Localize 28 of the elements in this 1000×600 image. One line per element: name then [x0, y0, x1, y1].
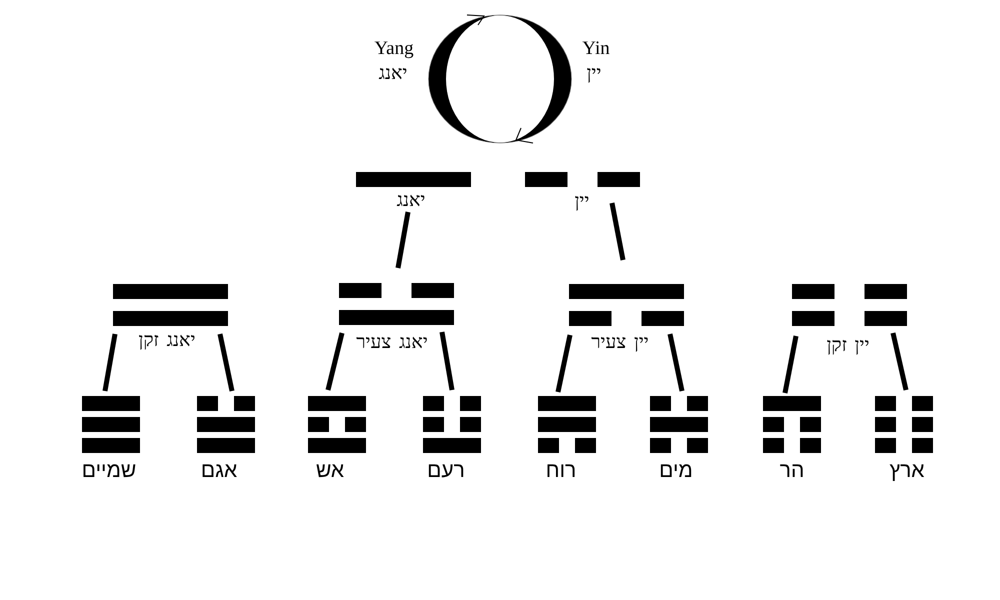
symbol-name: מים: [659, 458, 693, 484]
connector-line: [218, 333, 234, 392]
symbol-name: אש: [316, 458, 344, 484]
connector-line: [668, 333, 684, 392]
symbol-name: יין: [574, 191, 590, 213]
symbol-name: ארץ: [890, 458, 924, 484]
symbol-name: יין זקן: [826, 335, 870, 357]
connector-line: [326, 332, 344, 391]
symbol-name: רעם: [427, 458, 465, 484]
circle-label: יאנג: [378, 63, 408, 85]
connector-line: [890, 332, 908, 391]
circle-label: יין: [586, 63, 602, 85]
symbol-name: יאנג זקן: [138, 330, 196, 352]
symbol-name: רוח: [546, 458, 576, 484]
connector-line: [102, 334, 118, 392]
connector-line: [396, 212, 410, 268]
symbol-name: יאנג צעיר: [356, 332, 428, 354]
circle-label: Yang: [374, 38, 414, 60]
symbol-name: יאנג: [396, 190, 426, 212]
symbol-name: הר: [780, 458, 804, 484]
connector-line: [440, 332, 454, 390]
connector-line: [782, 336, 798, 394]
symbol-name: יין צעיר: [591, 332, 649, 354]
circle-label: Yin: [582, 38, 610, 60]
symbol-name: אגם: [200, 458, 238, 484]
connector-line: [556, 334, 572, 393]
connector-line: [610, 202, 626, 260]
symbol-name: שמיים: [82, 458, 136, 484]
